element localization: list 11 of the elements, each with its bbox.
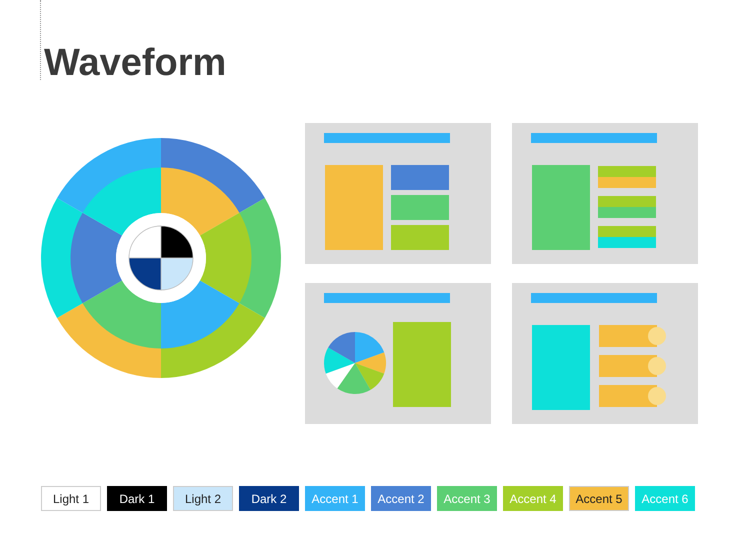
color-swatch: Accent 1 [305,486,365,511]
color-swatch: Accent 5 [569,486,629,511]
color-swatch: Accent 2 [371,486,431,511]
color-swatch: Accent 3 [437,486,497,511]
title: Waveform [44,42,226,85]
color-swatch: Dark 2 [239,486,299,511]
color-swatch: Light 2 [173,486,233,511]
color-swatch: Accent 6 [635,486,695,511]
color-swatch: Accent 4 [503,486,563,511]
color-swatch: Light 1 [41,486,101,511]
color-swatch: Dark 1 [107,486,167,511]
